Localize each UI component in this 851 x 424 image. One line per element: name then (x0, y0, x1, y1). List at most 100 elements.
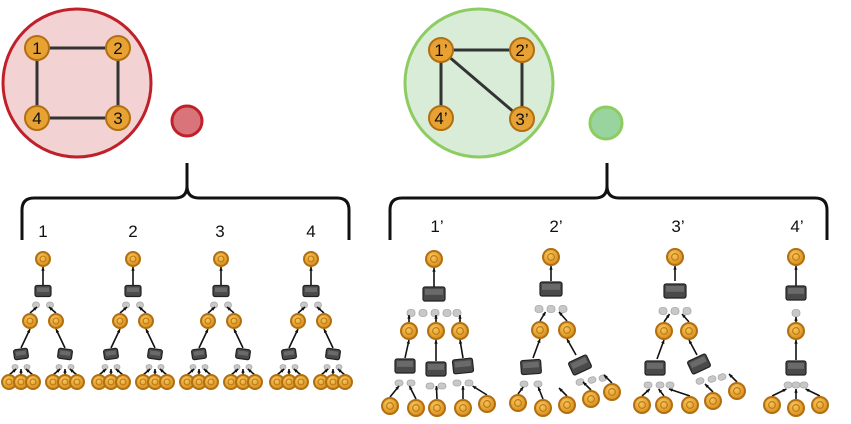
tree-node-core (29, 378, 37, 386)
connector-pad (406, 309, 416, 317)
tree-label: 3 (215, 222, 224, 241)
tree-label: 3’ (671, 217, 684, 236)
tree-node-core (320, 317, 328, 325)
tree-node (400, 322, 418, 340)
tree-arrowhead (705, 384, 709, 388)
tree-label: 4 (306, 222, 315, 241)
tree-edge (668, 388, 691, 397)
tree-node-core (17, 378, 25, 386)
aggregator-highlight (666, 286, 684, 292)
tree-node (655, 396, 673, 414)
tree-arrowhead (519, 387, 524, 391)
connector-pad (55, 364, 63, 370)
tree-node (159, 374, 175, 390)
tree-arrowhead (153, 369, 157, 373)
tree-arrowhead (794, 317, 798, 321)
tree-label: 4’ (790, 217, 803, 236)
connector-pad (587, 376, 597, 384)
tree-arrowhead (682, 314, 686, 318)
aggregator-highlight (454, 360, 472, 368)
connector-pad (323, 364, 331, 370)
tree-arrowhead (241, 369, 245, 373)
tree-arrowhead (309, 267, 313, 271)
tree-arrowhead (109, 369, 113, 373)
tree-arrowhead (406, 340, 410, 344)
tree-node (542, 248, 560, 266)
aggregator-highlight (428, 364, 444, 370)
graph-node (509, 37, 535, 63)
tree-node-core (204, 317, 212, 325)
tree-node (427, 322, 445, 340)
tree-node-core (733, 387, 741, 395)
graph-node-label: 2’ (515, 41, 528, 60)
tree-node-core (95, 378, 103, 386)
tree-arrowhead (159, 369, 164, 373)
tree-arrowhead (69, 369, 74, 373)
tree-node (25, 374, 41, 390)
tree-arrowhead (41, 267, 45, 271)
tree-arrowhead (287, 369, 291, 373)
tree-arrowhead (794, 389, 798, 393)
tree-node-core (459, 404, 467, 412)
tree-arrowhead (604, 375, 608, 379)
tree-arrowhead (294, 329, 299, 333)
connector-pad (464, 379, 474, 387)
tree-arrowhead (458, 340, 463, 344)
connector-pad (442, 309, 452, 317)
tree-node-core (768, 401, 776, 409)
tree-label: 2 (128, 222, 137, 241)
tree-arrowhead (293, 369, 298, 373)
tree-node (381, 397, 399, 415)
tree-arrowhead (458, 315, 462, 319)
tree-node-core (285, 378, 293, 386)
tree-node (534, 399, 552, 417)
aggregator-highlight (647, 363, 663, 369)
connector-pad (783, 381, 793, 389)
tree-node (425, 250, 443, 268)
tree-node (728, 382, 746, 400)
tree-node-core (195, 378, 203, 386)
tree-node-core (430, 255, 438, 263)
graph-node-label: 3 (113, 109, 122, 128)
tree-node (407, 399, 425, 417)
tree-node-core (116, 317, 124, 325)
tree-arrowhead (661, 340, 665, 344)
tree-node-core (547, 253, 555, 261)
tree-node-core (685, 327, 693, 335)
tree-node (603, 383, 621, 401)
tree-node-core (217, 255, 225, 263)
connector-pad (533, 380, 543, 388)
tree-arrowhead (434, 315, 438, 319)
computation-trees (1, 248, 829, 417)
brace (388, 163, 829, 240)
tree-node (247, 374, 263, 390)
connector-pad (418, 309, 428, 317)
tree-node-core (73, 378, 81, 386)
tree-node (48, 313, 64, 329)
connector-pad (11, 364, 19, 370)
tree-node-core (52, 317, 60, 325)
connector-pad (655, 381, 665, 389)
tree-node-core (386, 402, 394, 410)
tree-arrowhead (280, 369, 285, 373)
tree-node (681, 396, 699, 414)
tree-arrowhead (227, 307, 231, 311)
tree-node (451, 322, 469, 340)
tree-arrowhead (658, 389, 663, 393)
left-tree-2 (91, 251, 175, 390)
tree-arrowhead (673, 266, 677, 270)
tree-node (303, 251, 319, 267)
connector-pad (430, 309, 440, 317)
tree-arrowhead (407, 315, 411, 319)
aggregator-highlight (59, 350, 71, 356)
connector-pad (101, 364, 109, 370)
tree-node-core (297, 378, 305, 386)
tree-node (531, 321, 549, 339)
tree-node-core (163, 378, 171, 386)
tree-node (655, 322, 673, 340)
graph-boundary-circle (1, 7, 153, 159)
tree-arrowhead (55, 329, 60, 333)
tree-arrowhead (337, 369, 342, 373)
tree-arrowhead (324, 369, 329, 373)
